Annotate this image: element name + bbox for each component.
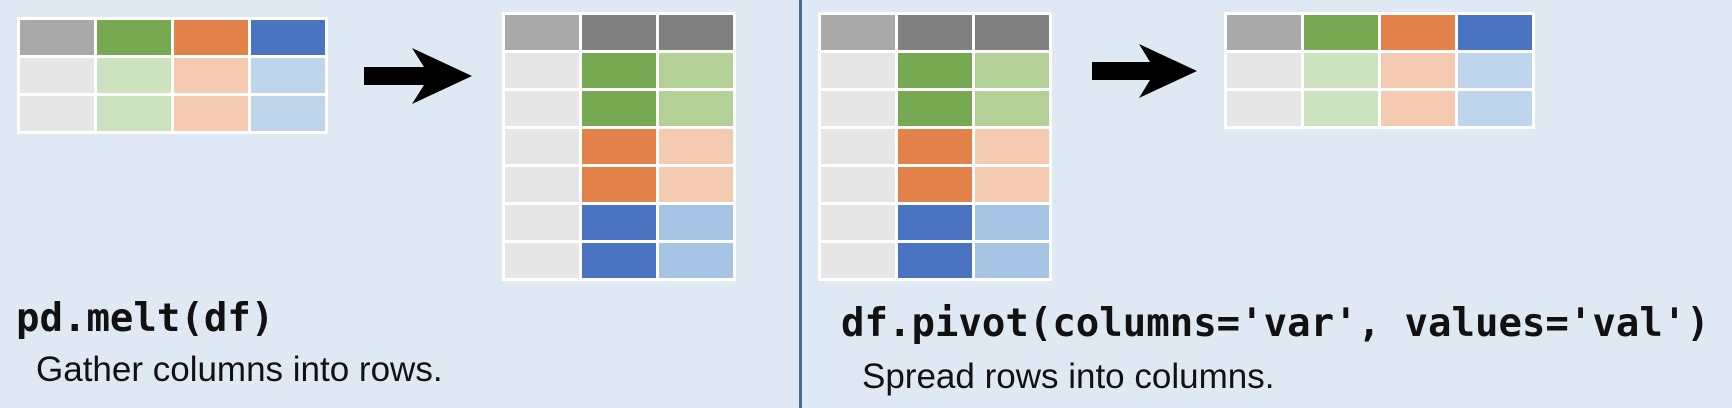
pivot-code: df.pivot(columns='var', values='val')	[841, 301, 1710, 346]
id-cell	[821, 205, 895, 240]
blue-var-cell	[582, 205, 656, 240]
pivot-description: Spread rows into columns.	[862, 357, 1275, 396]
right-arrow-icon	[1092, 44, 1197, 98]
id-cell	[505, 205, 579, 240]
id-header-cell	[1227, 15, 1301, 50]
green-var-cell	[898, 91, 972, 126]
green-var-cell	[582, 91, 656, 126]
id-cell	[20, 96, 94, 131]
blue-header-cell	[251, 20, 325, 55]
pivot-panel: df.pivot(columns='var', values='val') Sp…	[803, 0, 1732, 408]
orange-val-cell	[975, 167, 1049, 202]
green-header-cell	[97, 20, 171, 55]
val-header-cell	[659, 15, 733, 50]
orange-cell	[1381, 53, 1455, 88]
blue-val-cell	[975, 205, 1049, 240]
id-cell	[505, 167, 579, 202]
melt-code: pd.melt(df)	[16, 296, 275, 341]
orange-cell	[174, 58, 248, 93]
green-var-cell	[898, 53, 972, 88]
orange-val-cell	[659, 167, 733, 202]
green-cell	[1304, 53, 1378, 88]
blue-val-cell	[975, 243, 1049, 278]
orange-var-cell	[582, 129, 656, 164]
orange-header-cell	[174, 20, 248, 55]
green-cell	[97, 96, 171, 131]
id-cell	[20, 58, 94, 93]
orange-header-cell	[1381, 15, 1455, 50]
blue-cell	[251, 96, 325, 131]
blue-cell	[1458, 91, 1532, 126]
green-header-cell	[1304, 15, 1378, 50]
green-val-cell	[975, 53, 1049, 88]
green-val-cell	[659, 53, 733, 88]
long-table-after-melt	[502, 12, 736, 281]
id-cell	[821, 243, 895, 278]
id-header-cell	[505, 15, 579, 50]
green-var-cell	[582, 53, 656, 88]
panel-divider	[799, 0, 802, 408]
id-cell	[821, 129, 895, 164]
id-cell	[505, 91, 579, 126]
melt-panel: pd.melt(df) Gather columns into rows.	[0, 0, 800, 408]
right-arrow-icon	[364, 48, 472, 104]
id-cell	[505, 243, 579, 278]
blue-cell	[251, 58, 325, 93]
orange-var-cell	[582, 167, 656, 202]
green-cell	[97, 58, 171, 93]
id-cell	[505, 129, 579, 164]
id-header-cell	[821, 15, 895, 50]
blue-val-cell	[659, 243, 733, 278]
var-header-cell	[582, 15, 656, 50]
blue-header-cell	[1458, 15, 1532, 50]
val-header-cell	[975, 15, 1049, 50]
id-cell	[821, 167, 895, 202]
green-val-cell	[659, 91, 733, 126]
blue-val-cell	[659, 205, 733, 240]
orange-val-cell	[659, 129, 733, 164]
id-cell	[1227, 91, 1301, 126]
id-cell	[821, 53, 895, 88]
id-header-cell	[20, 20, 94, 55]
blue-var-cell	[898, 243, 972, 278]
orange-cell	[1381, 91, 1455, 126]
orange-cell	[174, 96, 248, 131]
id-cell	[505, 53, 579, 88]
wide-table-before-melt	[17, 17, 328, 134]
long-table-before-pivot	[818, 12, 1052, 281]
melt-description: Gather columns into rows.	[36, 350, 443, 389]
orange-var-cell	[898, 167, 972, 202]
orange-val-cell	[975, 129, 1049, 164]
orange-var-cell	[898, 129, 972, 164]
var-header-cell	[898, 15, 972, 50]
id-cell	[821, 91, 895, 126]
blue-var-cell	[582, 243, 656, 278]
green-val-cell	[975, 91, 1049, 126]
blue-cell	[1458, 53, 1532, 88]
id-cell	[1227, 53, 1301, 88]
green-cell	[1304, 91, 1378, 126]
blue-var-cell	[898, 205, 972, 240]
wide-table-after-pivot	[1224, 12, 1535, 129]
